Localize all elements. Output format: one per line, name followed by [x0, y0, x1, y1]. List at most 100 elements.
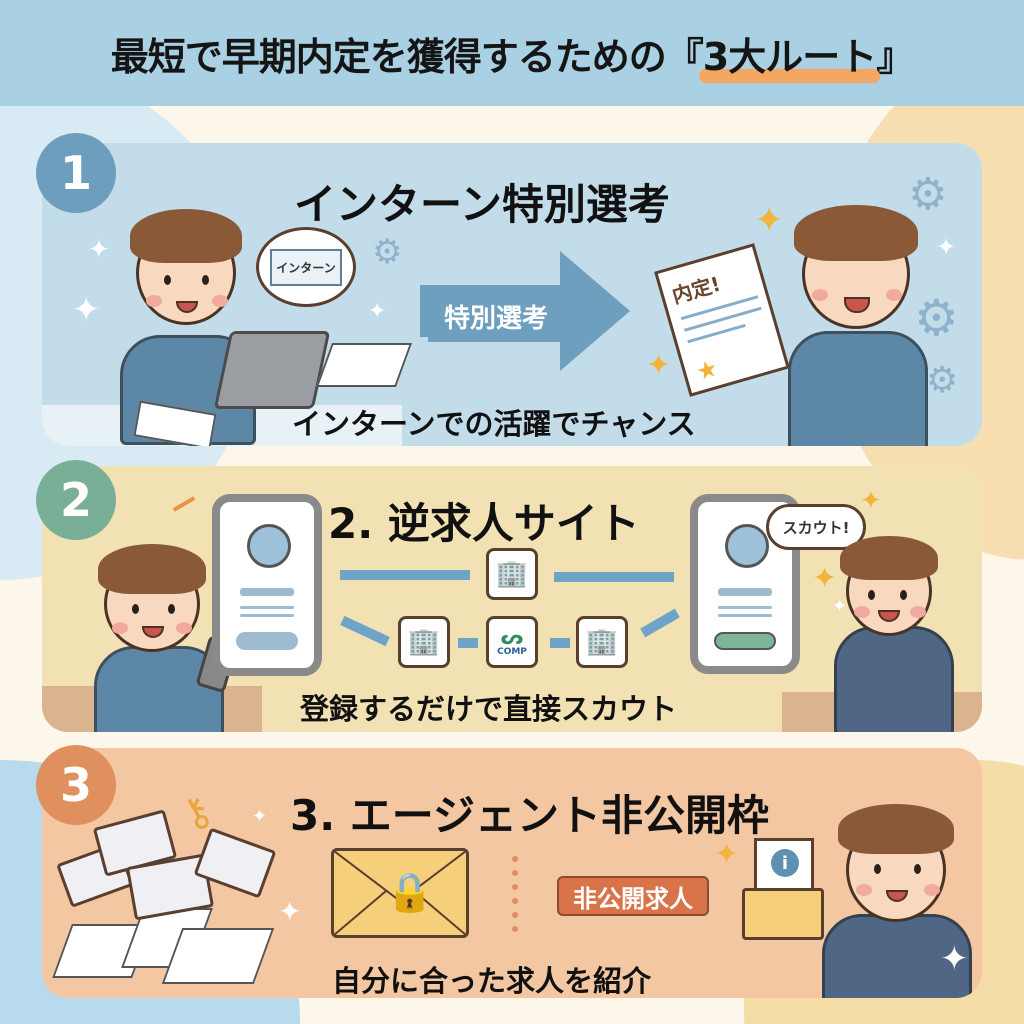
- route-1-panel: インターン特別選考 ✦ ✦ ✦ ⚙ ⚙ ⚙ ⚙ ✦ ✦ ✦ インターン 特別選考…: [42, 143, 982, 446]
- eye: [132, 604, 139, 614]
- gear-icon: ⚙: [908, 169, 948, 220]
- sparkle-icon: ✦: [940, 939, 969, 979]
- text-line: [240, 606, 294, 609]
- lock-icon: 🔒: [386, 870, 434, 914]
- route-3-heading: 3. エージェント非公開枠: [290, 791, 769, 840]
- locked-envelope: 🔒: [331, 848, 469, 938]
- cheek: [146, 295, 162, 307]
- title-highlight: 3大ルート: [702, 34, 877, 79]
- laptop-icon: [213, 331, 331, 409]
- dotted-divider: [512, 856, 518, 940]
- route-3-subtext: 自分に合った求人を紹介: [332, 964, 652, 998]
- cheek: [924, 884, 940, 896]
- hoodie: [788, 331, 928, 446]
- cheek: [856, 884, 872, 896]
- page-title: 最短で早期内定を獲得するための『3大ルート』: [110, 26, 914, 81]
- route-3-badge: 3: [36, 745, 116, 825]
- gear-icon: ⚙: [926, 360, 959, 401]
- route-1-subtext: インターンでの活躍でチャンス: [292, 407, 696, 441]
- hair: [838, 804, 954, 854]
- envelope-stack: [161, 928, 275, 984]
- cheek: [112, 622, 128, 634]
- envelope-flap: [334, 851, 466, 935]
- arrow-left-icon: [340, 615, 390, 647]
- company-building-icon: 🏢: [486, 548, 538, 600]
- text-line: [683, 306, 762, 332]
- comp-logo-icon: ᔕ: [500, 625, 524, 649]
- comp-logo-text: COMP: [497, 647, 527, 657]
- eye: [914, 864, 921, 874]
- hair: [794, 205, 918, 261]
- sparkle-icon: ✦: [812, 561, 838, 596]
- sparkle-icon: ✦: [832, 596, 848, 617]
- offer-document: 内定! ★: [654, 243, 790, 397]
- sparkle-icon: ✦: [754, 200, 785, 241]
- text-line: [718, 606, 772, 609]
- title-bracket: 』: [876, 34, 914, 79]
- sparkle-icon: ✦: [72, 290, 101, 330]
- route-1-badge: 1: [36, 133, 116, 213]
- paper-stack: [315, 343, 413, 387]
- cheek: [910, 606, 926, 618]
- sparkle-icon: ✦: [936, 233, 957, 261]
- sparkle-icon: ✦: [88, 235, 110, 265]
- eye: [202, 275, 209, 285]
- route-3-panel: 3. エージェント非公開枠 ⚷ ✦ ✦ 🔒 非公開求人 ✦ i ✦ 自分に: [42, 748, 982, 998]
- star-icon: ★: [692, 353, 722, 387]
- offer-document-label: 内定!: [669, 271, 724, 309]
- title-text: 最短で早期内定を獲得するための『: [110, 34, 704, 79]
- eye: [874, 864, 881, 874]
- cheek: [176, 622, 192, 634]
- text-line: [718, 614, 772, 617]
- text-line: [240, 614, 294, 617]
- user-avatar-icon: [247, 524, 291, 568]
- profile-button: [236, 632, 298, 650]
- hair: [130, 209, 242, 263]
- gear-icon: ⚙: [372, 232, 403, 272]
- arrow-right-icon: [554, 572, 674, 582]
- route-2-panel: 2. 逆求人サイト 🏢 🏢 ᔕ COMP 🏢: [42, 466, 982, 732]
- private-job-tag: 非公開求人: [557, 876, 709, 916]
- cheek: [812, 289, 828, 301]
- sparkle-icon: ✦: [252, 806, 268, 827]
- arrow-right-icon: [640, 608, 680, 638]
- mouth: [844, 297, 870, 313]
- route-1-heading: インターン特別選考: [294, 180, 670, 229]
- profile-phone-right: [690, 494, 800, 674]
- dot: [512, 898, 518, 904]
- profile-phone-left: [212, 494, 322, 676]
- dot: [512, 884, 518, 890]
- gear-icon: ⚙: [914, 289, 959, 347]
- speech-bubble-scout: スカウト!: [766, 504, 866, 550]
- eye: [164, 275, 171, 285]
- sparkle-icon: ✦: [860, 486, 882, 516]
- company-building-icon: 🏢: [576, 616, 628, 668]
- dot: [512, 912, 518, 918]
- info-icon: i: [771, 849, 799, 877]
- arrow-label: 特別選考: [428, 290, 565, 342]
- text-line: [718, 588, 772, 596]
- eye: [168, 604, 175, 614]
- hair: [98, 544, 206, 594]
- cheek: [886, 289, 902, 301]
- sparkle-icon: ✦: [368, 299, 387, 324]
- sparkle-icon: ✦: [714, 837, 740, 872]
- dot: [512, 870, 518, 876]
- route-2-badge: 2: [36, 460, 116, 540]
- company-building-icon: 🏢: [398, 616, 450, 668]
- eye: [900, 590, 907, 600]
- company-logo-comp: ᔕ COMP: [486, 616, 538, 668]
- text-line: [240, 588, 294, 596]
- sparkle-icon: ✦: [646, 348, 672, 383]
- scout-button: [714, 632, 776, 650]
- route-2-heading: 2. 逆求人サイト: [328, 499, 640, 548]
- arrow-left-icon: [458, 638, 478, 648]
- route-2-subtext: 登録するだけで直接スカウト: [300, 692, 678, 726]
- attention-lines: [172, 496, 196, 512]
- speech-bubble-internship: インターン: [256, 227, 356, 307]
- arrow-left-icon: [550, 638, 570, 648]
- header-banner: 最短で早期内定を獲得するための『3大ルート』: [0, 0, 1024, 106]
- arrow-left-icon: [340, 570, 470, 580]
- cheek: [854, 606, 870, 618]
- suit: [834, 626, 954, 732]
